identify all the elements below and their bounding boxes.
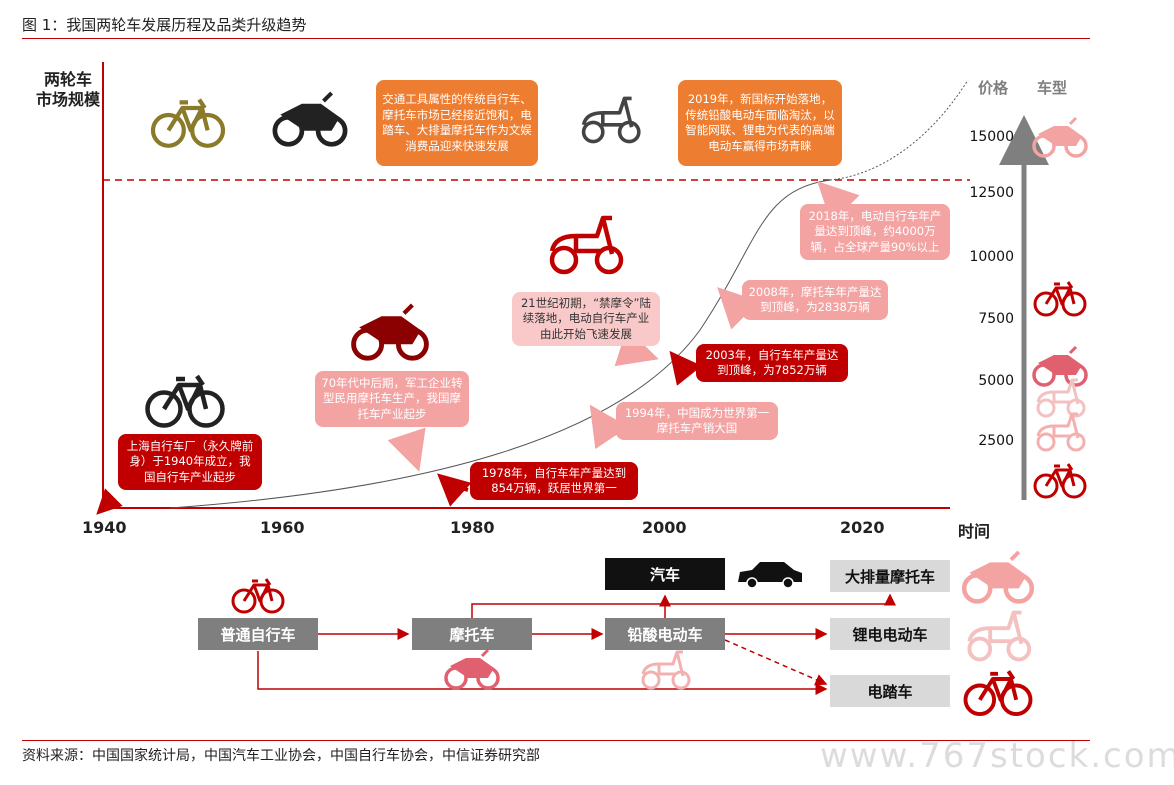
figure-title: 图 1：我国两轮车发展历程及品类升级趋势 [22, 16, 307, 34]
callout-early-21st-century: 21世纪初期，“禁摩令”陆续落地，电动自行车产业由此开始飞速发展 [512, 292, 660, 346]
price-axis-title: 价格 [978, 79, 1009, 97]
motorcycle-icon [444, 648, 500, 690]
bicycle-icon [153, 100, 223, 146]
flow-ordinary-bike: 普通自行车 [198, 618, 318, 650]
callout-2018: 2018年，电动自行车年产量达到顶峰，约4000万辆，占全球产量90%以上 [800, 204, 950, 260]
callout-arrow [387, 427, 426, 472]
motorcycle-icon [964, 552, 1032, 601]
x-tick-label: 2020 [840, 518, 885, 537]
flow-lithium-ebike: 锂电电动车 [830, 618, 950, 650]
motorcycle-icon [1032, 116, 1088, 158]
flow-ebike-pedal: 电踏车 [830, 675, 950, 707]
y-axis-title-line2: 市场规模 [35, 90, 100, 109]
source-note: 资料来源：中国国家统计局，中国汽车工业协会，中国自行车协会，中信证券研究部 [22, 748, 540, 764]
market-growth-curve [169, 179, 831, 509]
price-tick-label: 2500 [978, 433, 1014, 449]
price-tick-label: 12500 [969, 185, 1014, 201]
callout-2008: 2008年，摩托车年产量达到顶峰，为2838万辆 [742, 280, 888, 320]
scooter-icon [1036, 412, 1086, 452]
callout-top-right: 2019年，新国标开始落地，传统铅酸电动车面临淘汰，以智能网联、锂电为代表的高端… [678, 80, 842, 166]
flow-car: 汽车 [605, 558, 725, 590]
motorcycle-icon [354, 305, 427, 358]
top-rule [22, 38, 1090, 39]
callout-1940: 上海自行车厂（永久牌前身）于1940年成立，我国自行车产业起步 [118, 434, 262, 490]
callout-arrow [817, 181, 860, 224]
x-tick-label: 1940 [82, 518, 127, 537]
price-tick-label: 5000 [978, 373, 1014, 389]
callout-1978: 1978年，自行车年产量达到854万辆，跃居世界第一 [470, 462, 638, 500]
motorcycle-icon [1032, 345, 1088, 387]
model-axis-title: 车型 [1037, 79, 1068, 97]
x-tick-label: 2000 [642, 518, 687, 537]
scooter-icon [641, 650, 691, 690]
bicycle-icon [963, 669, 1033, 717]
flow-connector [724, 639, 828, 686]
callout-2003: 2003年，自行车年产量达到顶峰，为7852万辆 [696, 344, 848, 382]
callout-1970s: 70年代中后期，军工企业转型民用摩托车生产，我国摩托车产业起步 [315, 371, 469, 427]
car-icon [738, 562, 802, 589]
x-axis-title: 时间 [958, 522, 991, 541]
price-tick-label: 7500 [978, 311, 1014, 327]
y-axis-title: 两轮车 市场规模 [34, 70, 102, 110]
bicycle-icon [148, 376, 223, 426]
bicycle-icon [1033, 462, 1087, 499]
flow-connector [257, 651, 828, 695]
callout-arrow [669, 350, 702, 386]
price-tick-label: 15000 [969, 129, 1014, 145]
watermark: www.767stock.com [820, 736, 1174, 776]
flow-lead-acid-ebike: 铅酸电动车 [605, 618, 725, 650]
y-axis-title-line1: 两轮车 [43, 70, 92, 89]
bottom-rule [22, 740, 1090, 741]
flow-connector [471, 593, 896, 618]
flow-motorcycle: 摩托车 [412, 618, 532, 650]
origin-arrow [96, 488, 123, 515]
bicycle-icon [1033, 280, 1087, 317]
x-tick-label: 1980 [450, 518, 495, 537]
callout-arrow [437, 473, 472, 507]
flow-big-motorcycle: 大排量摩托车 [830, 560, 950, 592]
bicycle-icon [231, 577, 285, 614]
callout-1994: 1994年，中国成为世界第一摩托车产销大国 [616, 402, 778, 440]
x-tick-label: 1960 [260, 518, 305, 537]
scooter-icon [967, 610, 1032, 662]
callout-top-left: 交通工具属性的传统自行车、摩托车市场已经接近饱和，电踏车、大排量摩托车作为文娱消… [376, 80, 538, 166]
scooter-icon [552, 218, 621, 272]
motorcycle-icon [275, 93, 345, 144]
market-growth-curve-forecast [829, 79, 969, 181]
callout-arrow [717, 287, 760, 330]
price-tick-label: 10000 [969, 249, 1014, 265]
callout-arrow [614, 327, 659, 367]
callout-arrow [589, 404, 629, 450]
scooter-icon [581, 96, 641, 144]
